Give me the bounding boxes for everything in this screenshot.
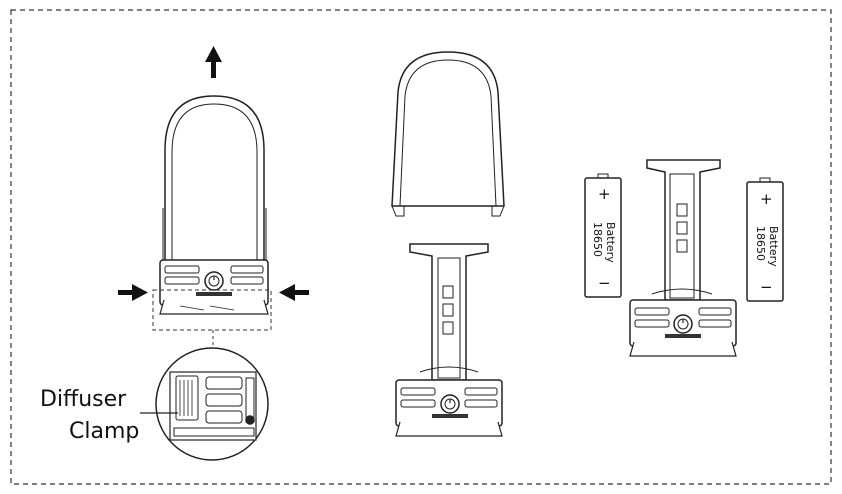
arrow-right-icon [118,284,148,301]
lantern-base [396,380,502,436]
step-2-diffuser-removed [392,52,504,436]
power-button-icon [441,395,459,413]
detached-diffuser [392,52,504,216]
arrow-left-icon [279,284,309,301]
battery-right-plus: + [760,190,773,208]
diffuser-dome [163,96,266,262]
battery-left-label: Battery [604,222,617,263]
lantern-base [160,260,268,314]
power-button-icon [674,315,692,333]
handle-column [410,244,488,380]
battery-right-model: 18650 [754,226,767,261]
handle-column [647,160,720,300]
power-button-icon [205,272,223,290]
callout-label-line1: Diffuser [40,387,127,412]
lantern-base [630,300,736,356]
detail-magnifier [156,348,268,460]
battery-left-model: 18650 [591,222,604,257]
arrow-up-icon [205,46,222,78]
battery-right-label: Battery [767,226,780,267]
battery-left-plus: + [598,185,611,203]
battery-right-minus: − [760,278,773,296]
battery-left-minus: − [598,274,611,292]
callout-label-line2: Clamp [69,419,139,444]
step-1-assembled-lantern [118,46,309,460]
